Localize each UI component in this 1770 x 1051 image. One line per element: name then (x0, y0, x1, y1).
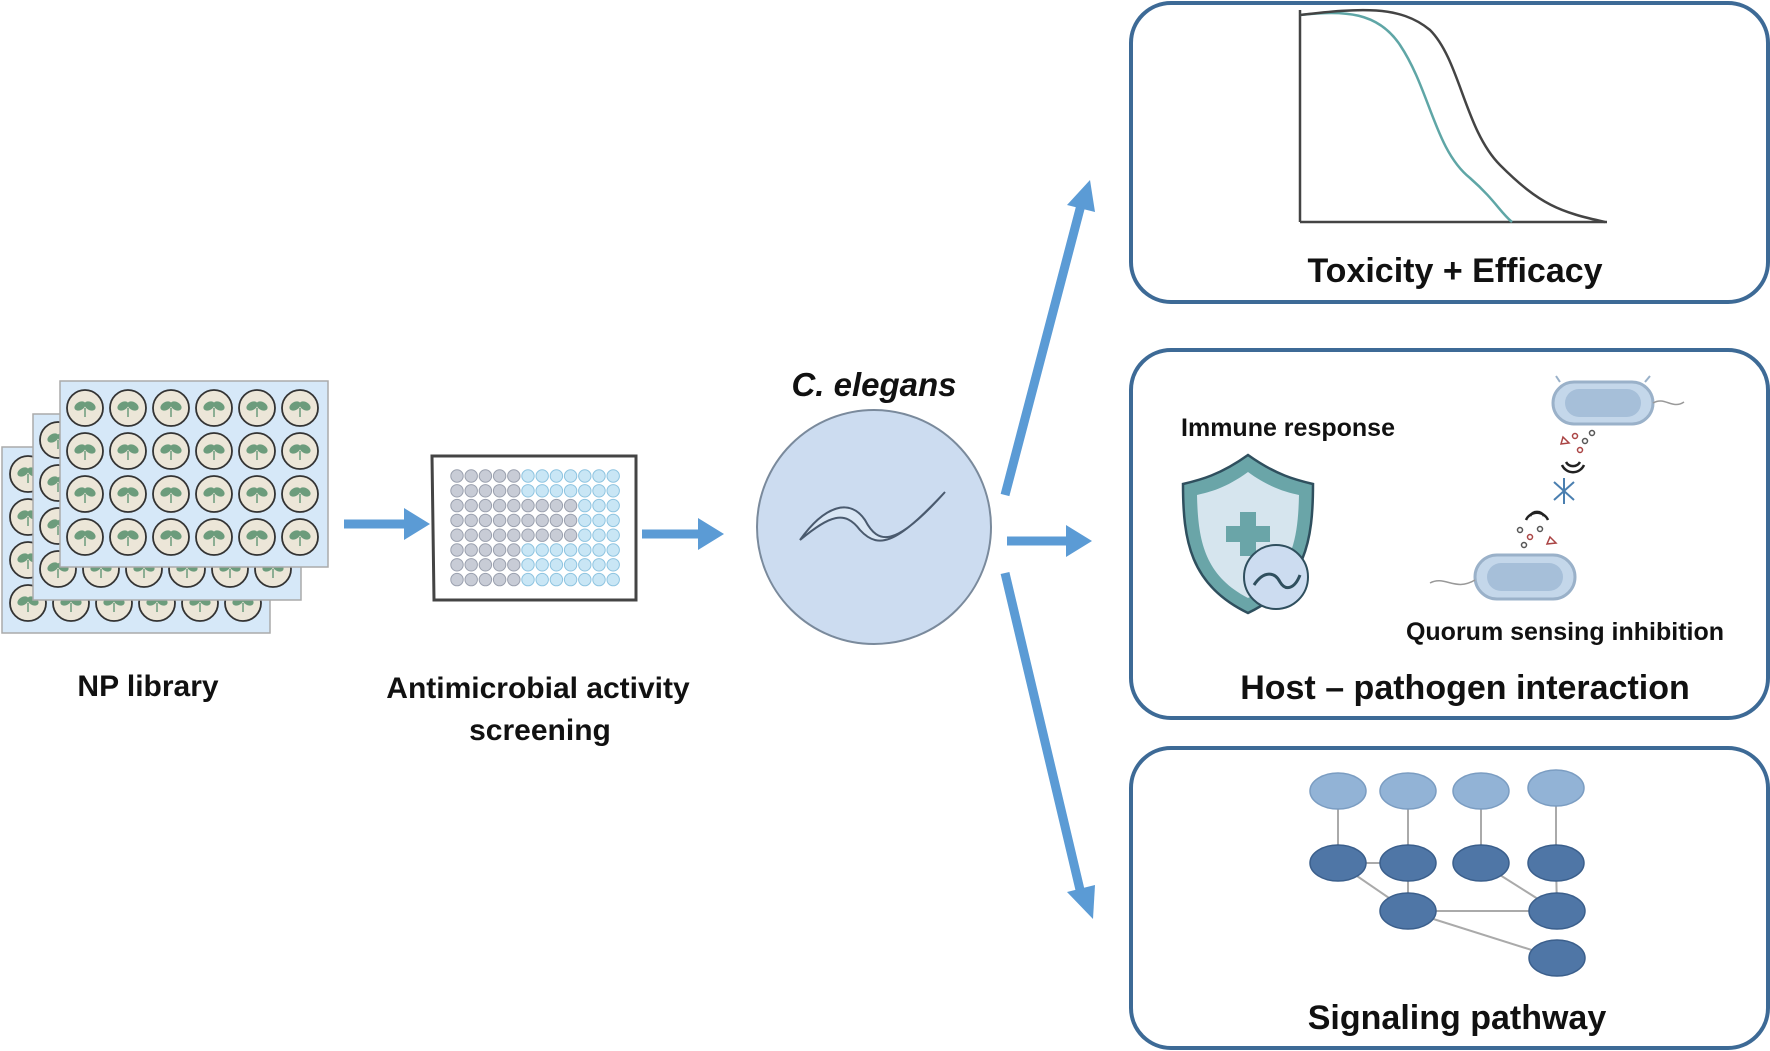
signal-molecules-icon (1516, 429, 1596, 549)
bacteria-bottom-icon (1429, 553, 1577, 601)
survival-curve-icon (1298, 8, 1607, 224)
np-library-icon (1, 380, 329, 634)
toxicity-panel: Toxicity + Efficacy (1129, 1, 1770, 304)
arrow-to-host-pathogen (1007, 525, 1092, 557)
shield-cross-icon (1181, 453, 1315, 615)
arrow-library-to-screening (344, 508, 430, 540)
signaling-label: Signaling pathway (1308, 999, 1607, 1037)
host-pathogen-panel: Immune response (1129, 348, 1770, 720)
arrow-to-toxicity (1000, 180, 1095, 497)
organism-label: C. elegans (791, 366, 956, 403)
toxicity-label: Toxicity + Efficacy (1307, 252, 1602, 290)
bacteria-top-icon (1551, 375, 1685, 426)
petri-dish-worm-icon (756, 409, 992, 645)
well-plate-icon (430, 454, 638, 602)
quorum-sensing-label: Quorum sensing inhibition (1406, 618, 1724, 646)
host-pathogen-label: Host – pathogen interaction (1240, 669, 1690, 707)
arrow-to-signaling (1000, 571, 1095, 919)
screening-label-line1: Antimicrobial activity (386, 672, 690, 705)
screening-label-line2: screening (469, 714, 611, 747)
network-graph-icon (1309, 769, 1586, 977)
signaling-panel: Signaling pathway (1129, 746, 1770, 1050)
immune-response-label: Immune response (1181, 414, 1395, 442)
np-library-label: NP library (77, 670, 218, 703)
arrow-screening-to-organism (642, 518, 724, 550)
